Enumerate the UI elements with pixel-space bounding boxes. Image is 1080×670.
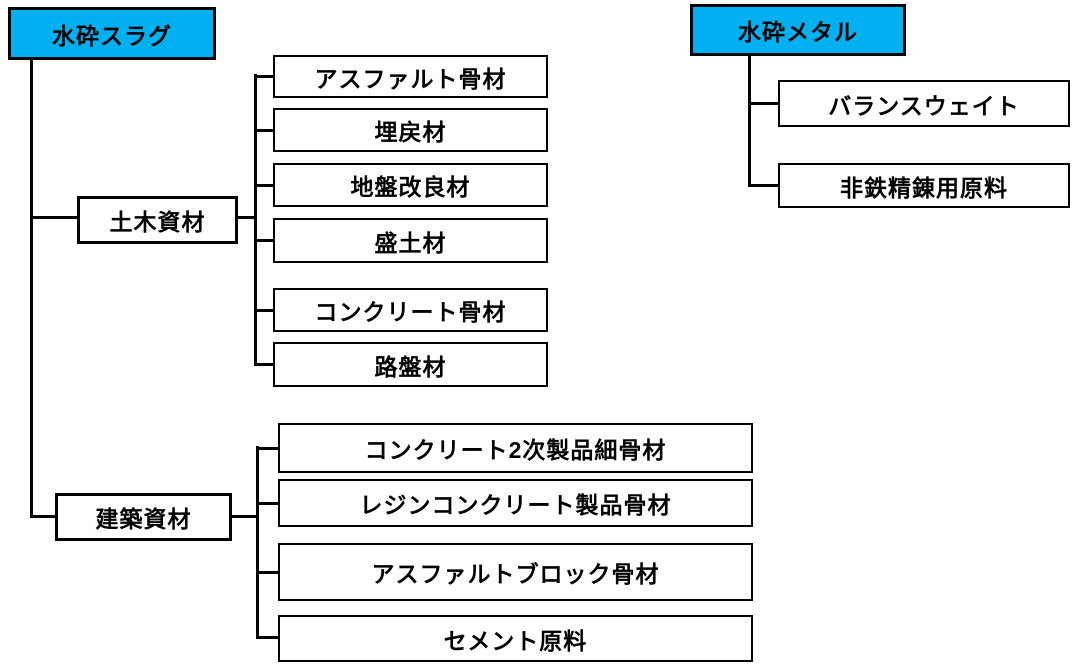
node-ground-improvement: 地盤改良材 xyxy=(273,163,548,207)
connector-stub-umemodoshi xyxy=(255,129,273,132)
connector-stub-roban xyxy=(255,363,273,366)
node-concrete-secondary-fine-aggregate: コンクリート2次製品細骨材 xyxy=(278,423,753,473)
node-balance-weight: バランスウェイト xyxy=(778,80,1070,127)
connector-doboku-out xyxy=(238,216,257,219)
connector-to-doboku xyxy=(33,216,77,219)
connector-to-kenchiku xyxy=(33,515,55,518)
node-concrete-aggregate: コンクリート骨材 xyxy=(273,288,548,332)
connector-stub-nonferrous xyxy=(749,184,778,187)
connector-stub-jiban xyxy=(255,184,273,187)
connector-stub-niji-seihin xyxy=(257,447,278,450)
connector-stub-asphalt-block xyxy=(257,571,278,574)
connector-stub-cement xyxy=(257,636,278,639)
node-cement-raw-material: セメント原料 xyxy=(278,615,753,662)
node-embankment-material: 盛土材 xyxy=(273,218,548,263)
connector-doboku-trunk xyxy=(254,74,257,366)
connector-stub-concrete xyxy=(255,309,273,312)
node-doboku-shizai: 土木資材 xyxy=(77,196,238,244)
node-backfill-material: 埋戻材 xyxy=(273,108,548,152)
connector-stub-balance-weight xyxy=(749,102,778,105)
connector-metal-trunk xyxy=(748,56,751,187)
connector-stub-morido xyxy=(255,239,273,242)
connector-stub-asphalt xyxy=(255,75,273,78)
node-root-slag: 水砕スラグ xyxy=(8,7,216,60)
node-asphalt-aggregate: アスファルト骨材 xyxy=(273,55,548,98)
connector-kenchiku-out xyxy=(232,515,259,518)
connector-kenchiku-trunk xyxy=(256,446,259,639)
connector-slag-trunk xyxy=(30,60,33,518)
node-asphalt-block-aggregate: アスファルトブロック骨材 xyxy=(278,543,753,601)
node-nonferrous-refining-raw-material: 非鉄精錬用原料 xyxy=(778,163,1070,208)
node-kenchiku-shizai: 建築資材 xyxy=(55,493,232,541)
node-resin-concrete-aggregate: レジンコンクリート製品骨材 xyxy=(278,479,753,527)
node-root-metal: 水砕メタル xyxy=(690,4,906,56)
node-roadbed-material: 路盤材 xyxy=(273,342,548,387)
connector-stub-resin xyxy=(257,502,278,505)
